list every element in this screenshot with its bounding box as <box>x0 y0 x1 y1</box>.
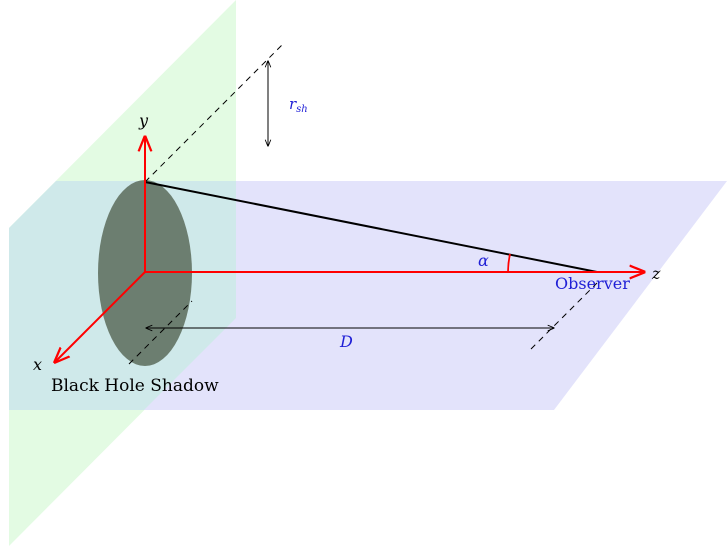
z-axis-label: z <box>651 264 661 283</box>
line-of-sight <box>144 181 598 273</box>
shadow-caption: Black Hole Shadow <box>51 376 219 396</box>
dashed-observer-guide <box>530 282 598 350</box>
angle-arc <box>507 253 511 273</box>
x-axis <box>55 271 146 362</box>
angle-label: α <box>478 251 489 270</box>
observer-label: Observer <box>555 274 630 293</box>
shadow-radius-label: rsh <box>289 95 308 115</box>
distance-label: D <box>339 332 353 351</box>
dashed-bottom-guide <box>128 300 193 365</box>
y-axis-label: y <box>138 111 149 130</box>
x-axis-label: x <box>33 355 42 374</box>
